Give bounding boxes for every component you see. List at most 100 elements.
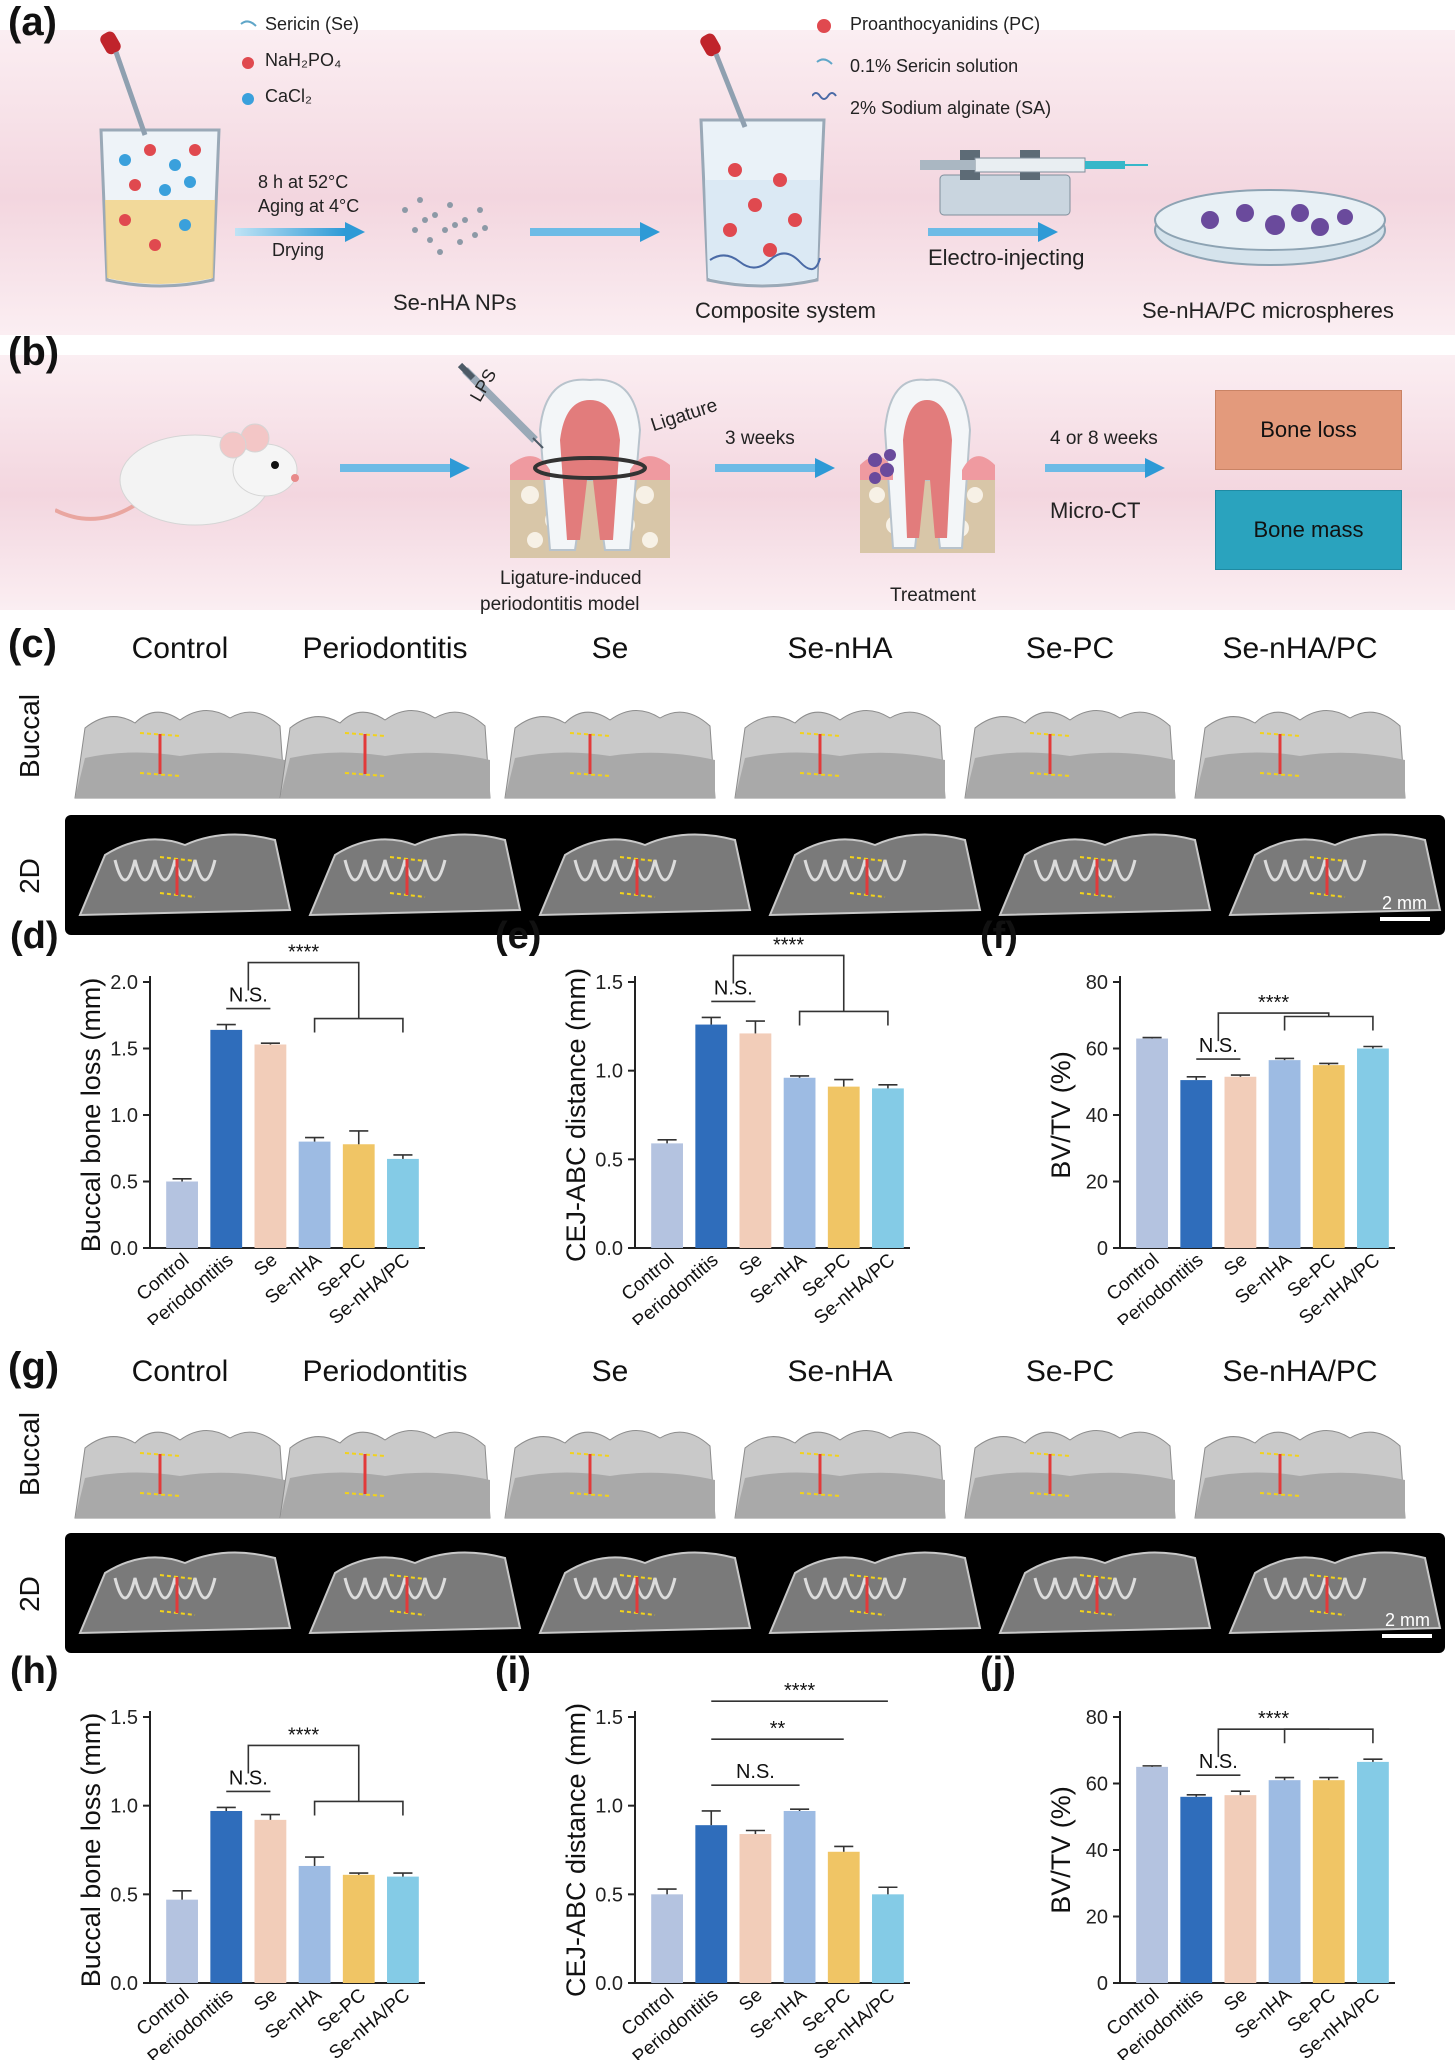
scale-bar-g — [1382, 1634, 1432, 1638]
y-tick-label: 0.5 — [110, 1884, 138, 1906]
sig-bracket — [732, 954, 845, 1012]
bar — [1312, 1065, 1345, 1248]
sig-stars: **** — [288, 1724, 319, 1746]
y-tick-label: 20 — [1086, 1907, 1108, 1929]
mouse-icon — [54, 390, 300, 540]
buccal-microct-image — [730, 688, 950, 808]
y-axis-label: BV/TV (%) — [1046, 1786, 1076, 1914]
row-label-buccal: Buccal — [14, 693, 45, 779]
y-tick-label: 40 — [1086, 1840, 1108, 1862]
bar — [1357, 1048, 1389, 1248]
bar — [872, 1894, 904, 1983]
sig-ns: N.S. — [736, 1761, 775, 1783]
arrow-icon — [235, 222, 365, 242]
step1-line1: 8 h at 52°C — [258, 172, 349, 192]
x-tick-label: Se — [1220, 1250, 1251, 1281]
sig-stars2: ** — [770, 1718, 786, 1740]
beaker-composite — [695, 110, 830, 290]
treatment-label: Treatment — [890, 585, 976, 606]
sig-bracket — [247, 1744, 360, 1802]
bar — [342, 1874, 375, 1983]
legend-sodium-alginate: 2% Sodium alginate (SA) — [850, 98, 1052, 118]
model-caption-2: periodontitis model — [480, 594, 640, 615]
arrow-icon — [928, 222, 1058, 242]
microspheres-label: Se-nHA/PC microspheres — [1142, 298, 1394, 323]
group-title: Periodontitis — [302, 1355, 468, 1388]
bar — [695, 1825, 728, 1983]
y-tick-label: 1.0 — [595, 1061, 623, 1083]
bar — [166, 1181, 198, 1248]
buccal-microct-image — [275, 1408, 495, 1528]
sig-stars: **** — [1258, 992, 1289, 1014]
y-tick-label: 0.5 — [595, 1149, 623, 1171]
y-axis-label: BV/TV (%) — [1046, 1051, 1076, 1179]
weeks48-label: 4 or 8 weeks — [1050, 428, 1158, 449]
bar — [210, 1810, 243, 1983]
bar — [1268, 1780, 1301, 1983]
bar — [166, 1899, 198, 1983]
nanoparticles-cluster — [385, 180, 505, 270]
arrow-icon — [1045, 458, 1165, 478]
step1-line2: Aging at 4°C — [258, 196, 360, 216]
panel-c-label: (c) — [8, 622, 57, 666]
arrow-icon — [340, 458, 470, 478]
step1-line3: Drying — [272, 240, 325, 260]
y-tick-label: 0.0 — [110, 1973, 138, 1995]
sig-bracket — [1283, 1728, 1374, 1744]
buccal-microct-image — [500, 688, 720, 808]
bar — [1268, 1060, 1301, 1248]
bar — [783, 1810, 816, 1983]
buccal-microct-image — [1190, 688, 1410, 808]
y-tick-label: 0 — [1097, 1973, 1108, 1995]
group-title: Periodontitis — [302, 632, 468, 665]
bar — [254, 1044, 287, 1248]
bar — [298, 1141, 331, 1248]
y-tick-label: 1.5 — [110, 1707, 138, 1729]
sig-ns: N.S. — [714, 977, 753, 999]
buccal-microct-image — [960, 688, 1180, 808]
bar — [1136, 1038, 1168, 1248]
bar — [739, 1834, 772, 1983]
y-tick-label: 1.5 — [595, 1707, 623, 1729]
y-tick-label: 0.0 — [595, 1238, 623, 1260]
legend-dots-right — [811, 14, 842, 114]
y-tick-label: 0.5 — [595, 1884, 623, 1906]
sig-ns: N.S. — [229, 1767, 268, 1789]
panel-label: (h) — [10, 1650, 59, 1692]
scale-bar-label: 2 mm — [1382, 893, 1427, 913]
model-caption-1: Ligature-induced — [500, 568, 642, 589]
tooth-model-icon — [505, 370, 675, 560]
legend-nah2po4: NaH₂PO₄ — [265, 50, 342, 70]
sig-bracket — [1217, 1728, 1330, 1758]
buccal-microct-image — [70, 688, 290, 808]
bone-loss-box: Bone loss — [1215, 390, 1402, 470]
legend-sericin-solution: 0.1% Sericin solution — [850, 56, 1019, 76]
group-title: Se-PC — [1025, 632, 1115, 665]
row-label-2d-g: 2D — [14, 1576, 45, 1612]
bar — [342, 1144, 375, 1248]
bar — [1180, 1796, 1213, 1983]
bar — [651, 1143, 683, 1248]
arrow-icon — [530, 222, 660, 242]
group-title: Se-nHA — [787, 632, 893, 665]
bar — [387, 1158, 419, 1248]
sig-stars: **** — [784, 1680, 815, 1702]
panel-label: (d) — [10, 915, 59, 957]
bar — [254, 1819, 287, 1983]
y-tick-label: 80 — [1086, 972, 1108, 994]
group-title: Se-nHA/PC — [1222, 632, 1378, 665]
sig-bracket — [313, 1800, 404, 1816]
sig-ns: N.S. — [229, 985, 268, 1007]
buccal-microct-image — [1190, 1408, 1410, 1528]
microct-label: Micro-CT — [1050, 498, 1141, 523]
y-axis-label: CEJ-ABC distance (mm) — [561, 968, 591, 1262]
y-tick-label: 1.0 — [110, 1105, 138, 1127]
panel-a-label: (a) — [8, 0, 57, 44]
bar — [872, 1088, 904, 1248]
